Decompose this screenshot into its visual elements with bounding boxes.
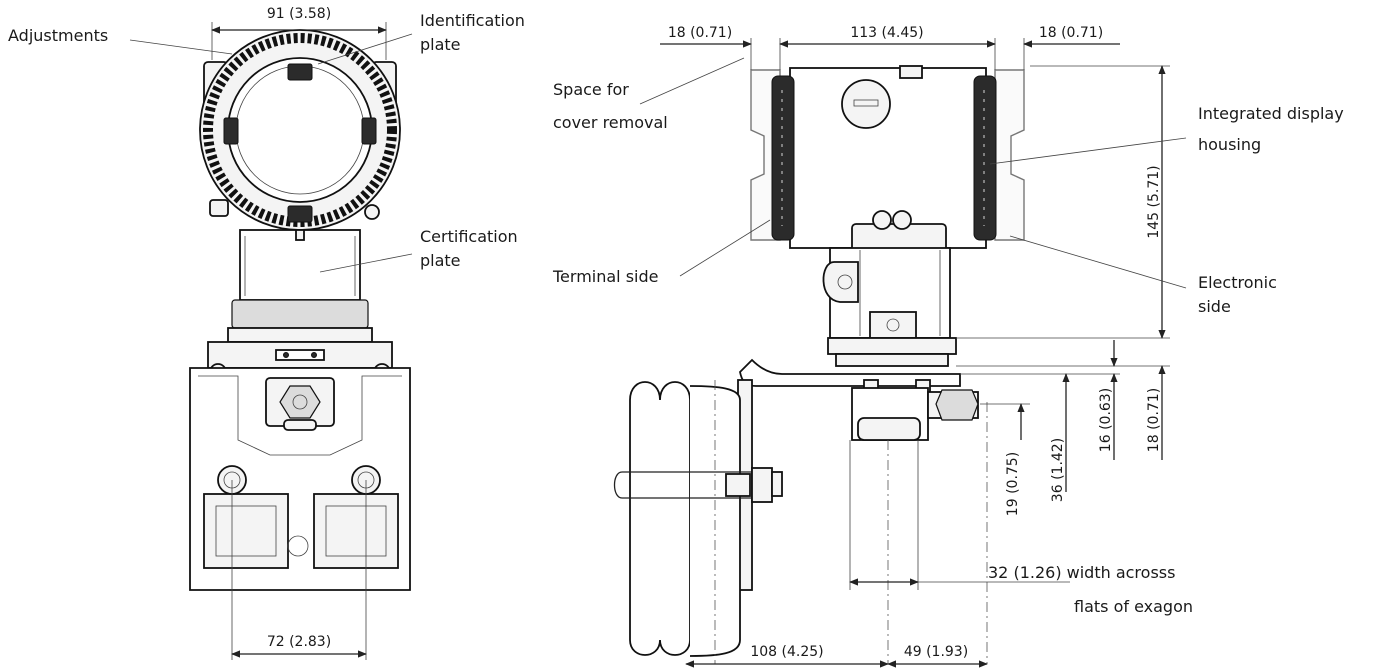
- dim-port-36: 36 (1.42): [1050, 438, 1066, 502]
- label-integrated-display-2: housing: [1198, 135, 1261, 154]
- dim-right-clearance: 18 (0.71): [1039, 25, 1103, 41]
- side-view: [613, 38, 1170, 668]
- dim-port-19: 19 (0.75): [1005, 452, 1021, 516]
- label-integrated-display-1: Integrated display: [1198, 104, 1344, 123]
- label-identification-plate-2: plate: [420, 35, 461, 54]
- dim-left-clearance: 18 (0.71): [668, 25, 732, 41]
- dim-housing-width: 113 (4.45): [850, 25, 923, 41]
- dim-housing-height: 145 (5.71): [1146, 165, 1162, 238]
- label-electronic-side-2: side: [1198, 297, 1231, 316]
- label-flats-1: 32 (1.26) width acrosss: [988, 563, 1175, 582]
- dim-bottom-width: 72 (2.83): [267, 634, 331, 650]
- dim-top-width: 91 (3.58): [267, 6, 331, 22]
- dim-bracket-offset-16: 16 (0.63): [1098, 388, 1114, 452]
- callout-labels: Adjustments Identification plate Certifi…: [8, 11, 1344, 616]
- label-space-cover-2: cover removal: [553, 113, 668, 132]
- dim-bracket-offset-18: 18 (0.71): [1146, 388, 1162, 452]
- label-identification-plate-1: Identification: [420, 11, 525, 30]
- label-space-cover-1: Space for: [553, 80, 629, 99]
- label-certification-plate-2: plate: [420, 251, 461, 270]
- label-electronic-side-1: Electronic: [1198, 273, 1277, 292]
- dim-axis-offset: 49 (1.93): [904, 644, 968, 660]
- front-view: [189, 22, 411, 660]
- label-flats-2: flats of exagon: [1074, 597, 1193, 616]
- label-adjustments: Adjustments: [8, 26, 108, 45]
- leader-lines: [129, 33, 1187, 289]
- dimension-labels: 91 (3.58) 72 (2.83) 18 (0.71) 113 (4.45)…: [267, 6, 1162, 660]
- label-certification-plate-1: Certification: [420, 227, 518, 246]
- label-terminal-side: Terminal side: [552, 267, 658, 286]
- dim-pipe-offset: 108 (4.25): [750, 644, 823, 660]
